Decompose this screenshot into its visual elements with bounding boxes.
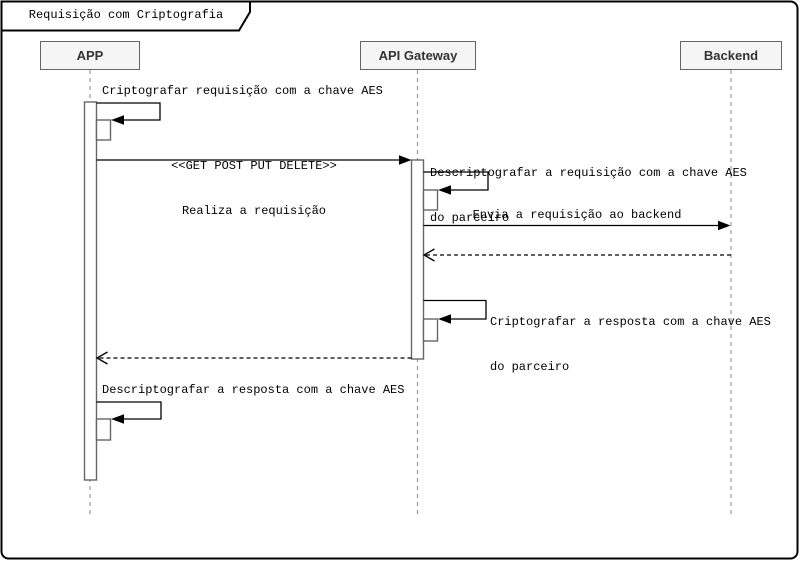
activation-bar-app — [83, 101, 98, 481]
activation-bar-gateway-nested-1 — [422, 189, 439, 211]
message-label-decrypt-request: Descriptografar a requisição com a chave… — [430, 136, 747, 256]
participant-backend: Backend — [680, 41, 782, 70]
participant-api-gateway: API Gateway — [360, 41, 476, 70]
message-label-decrypt-request-line1: Descriptografar a requisição com a chave… — [430, 166, 747, 180]
message-label-decrypt-request-line2: do parceiro — [430, 211, 510, 225]
message-label-encrypt-response-line2: do parceiro — [490, 360, 570, 374]
participant-app: APP — [40, 41, 140, 70]
arrowhead-encrypt-request — [111, 115, 124, 125]
activation-bar-app-nested-2 — [95, 418, 112, 441]
arrowhead-realiza-requisicao — [399, 155, 412, 165]
self-message-line-decrypt-response — [96, 401, 162, 420]
arrowhead-envia-backend — [718, 220, 731, 231]
participant-backend-label: Backend — [703, 48, 759, 63]
activation-bar-app-nested-1 — [95, 119, 112, 141]
activation-bar-gateway-nested-2 — [422, 318, 439, 342]
message-stereotype-realiza-requisicao: <<GET POST PUT DELETE>> — [171, 159, 337, 173]
arrowhead-decrypt-response — [111, 414, 124, 424]
open-arrowhead-gateway-app — [95, 351, 108, 365]
title-tab-shape — [0, 0, 251, 32]
frame-title: Requisição com Criptografia — [28, 8, 224, 22]
activation-bar-gateway — [410, 159, 425, 360]
arrowhead-encrypt-response — [438, 314, 451, 324]
message-label-decrypt-response: Descriptografar a resposta com a chave A… — [102, 383, 405, 397]
message-label-encrypt-response-line1: Criptografar a resposta com a chave AES — [490, 315, 771, 329]
message-label-encrypt-response: Criptografar a resposta com a chave AES … — [490, 285, 771, 405]
open-arrowhead-backend-gateway — [422, 248, 435, 262]
self-message-line-encrypt-response — [423, 299, 487, 320]
message-label-envia-backend: Envia a requisição ao backend — [472, 208, 682, 222]
arrowhead-decrypt-request — [438, 185, 451, 195]
self-message-line-decrypt-request — [423, 171, 489, 191]
message-label-realiza-requisicao: <<GET POST PUT DELETE>> Realiza a requis… — [96, 129, 412, 249]
participant-api-gateway-label: API Gateway — [378, 48, 458, 63]
message-label-encrypt-request: Criptografar requisição com a chave AES — [102, 84, 383, 98]
self-message-line-encrypt-request — [96, 102, 161, 121]
participant-app-label: APP — [76, 48, 104, 63]
message-text-realiza-requisicao: Realiza a requisição — [181, 204, 327, 218]
